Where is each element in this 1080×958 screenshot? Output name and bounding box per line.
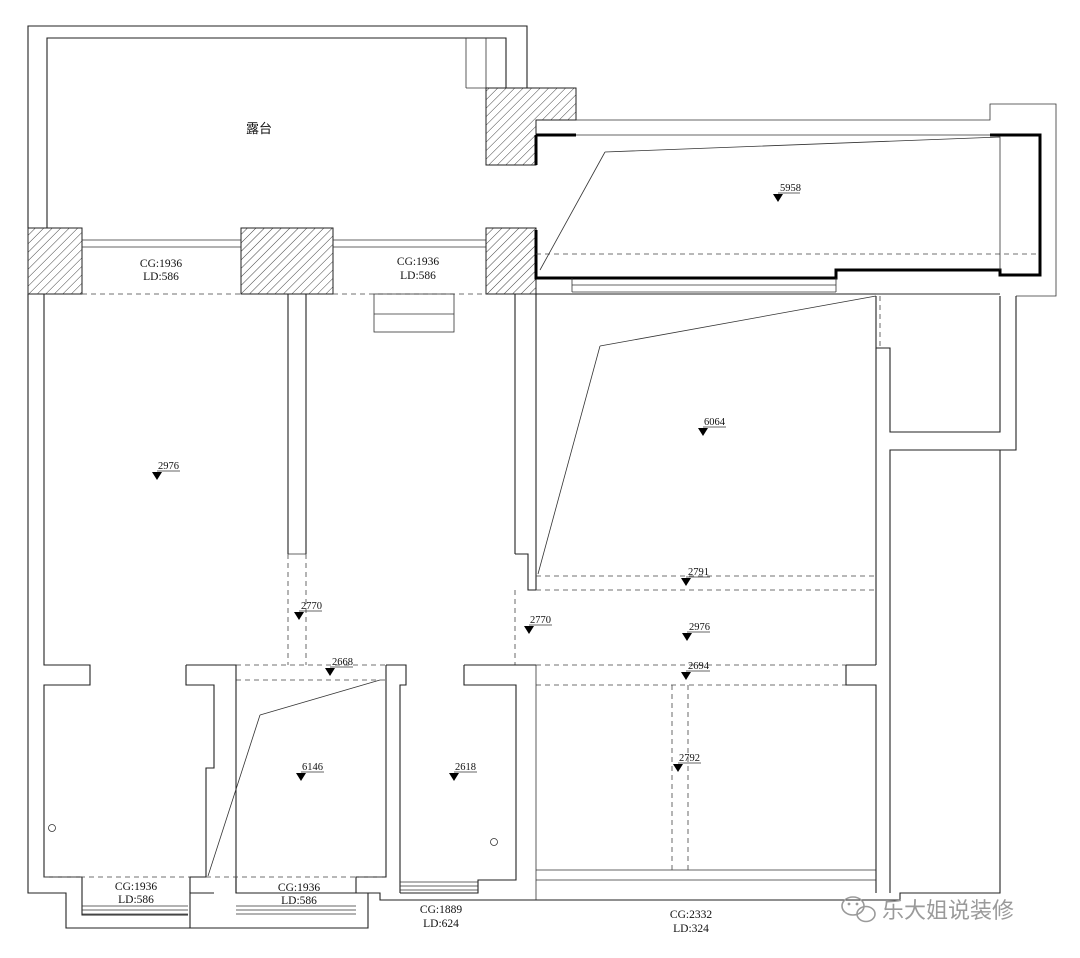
window-ld-label: LD:586 [281, 895, 317, 907]
window-labels: CG:1936 LD:586 CG:1936 LD:586 CG:1936 LD… [115, 256, 712, 935]
upper-right-balcony [534, 103, 1057, 297]
elevation-marker: 6064 [698, 417, 726, 436]
elevation-value: 2976 [158, 461, 179, 472]
elevation-triangle [698, 428, 708, 436]
window-ld-label: LD:586 [118, 894, 154, 906]
elevation-triangle [681, 672, 691, 680]
elevation-value: 2791 [688, 567, 709, 578]
elevation-marker: 2791 [681, 567, 710, 586]
elevation-triangle [152, 472, 162, 480]
window-stripes [44, 876, 478, 915]
watermark: 乐大姐说装修 [841, 896, 1014, 924]
elevation-marker: 2770 [524, 615, 552, 634]
elevation-marker: 2770 [294, 601, 322, 620]
column-left [27, 227, 83, 295]
window-cg-label: CG:1936 [115, 881, 157, 893]
elevation-marker: 2668 [325, 657, 353, 676]
elevation-marker: 6146 [296, 762, 324, 781]
elevation-value: 2668 [332, 657, 353, 668]
watermark-text: 乐大姐说装修 [882, 899, 1014, 924]
elevation-marker: 2694 [681, 661, 710, 680]
structural-columns [27, 87, 577, 295]
elevation-marker: 2792 [673, 753, 701, 772]
elevation-triangle [673, 764, 683, 772]
terrace-window-band [82, 239, 486, 295]
elevation-value: 2618 [455, 762, 476, 773]
elevation-markers: 5958 6064 2976 2770 2770 2791 [152, 183, 801, 781]
elevation-triangle [449, 773, 459, 781]
column-right [485, 227, 537, 295]
window-ld-label: LD:324 [673, 923, 709, 935]
floor-drain-bath [490, 838, 498, 846]
elevation-triangle [681, 578, 691, 586]
elevation-triangle [296, 773, 306, 781]
elevation-value: 2770 [530, 615, 551, 626]
elevation-value: 6146 [302, 762, 323, 773]
terrace-label: 露台 [246, 122, 272, 137]
elevation-triangle [682, 633, 692, 641]
elevation-value: 2792 [679, 753, 700, 764]
elevation-marker: 2976 [152, 461, 180, 480]
interior-walls [185, 293, 877, 900]
elevation-value: 5958 [780, 183, 801, 194]
window-ld-label: LD:624 [423, 918, 459, 930]
terrace-walls [27, 25, 528, 228]
elevation-value: 6064 [704, 417, 726, 428]
elevation-triangle [773, 194, 783, 202]
window-cg-label: CG:1936 [278, 882, 320, 894]
window-cg-label: CG:1936 [397, 256, 439, 268]
floor-drain-left [48, 824, 56, 832]
window-ld-label: LD:586 [400, 270, 436, 282]
wechat-icon [841, 896, 876, 923]
column-top-right [485, 87, 577, 166]
elevation-triangle [325, 668, 335, 676]
elevation-marker: 5958 [773, 183, 801, 202]
window-cg-label: CG:2332 [670, 909, 712, 921]
elevation-value: 2694 [688, 661, 710, 672]
elevation-value: 2976 [689, 622, 710, 633]
window-cg-label: CG:1936 [140, 258, 182, 270]
window-cg-label: CG:1889 [420, 904, 462, 916]
house-outer-walls [27, 293, 1017, 929]
elevation-marker: 2618 [449, 762, 477, 781]
window-ld-label: LD:586 [143, 271, 179, 283]
elevation-marker: 2976 [682, 622, 710, 641]
elevation-triangle [524, 626, 534, 634]
elevation-value: 2770 [301, 601, 322, 612]
elevation-triangle [294, 612, 304, 620]
column-middle [240, 227, 334, 295]
sloped-ceiling-lines [207, 295, 877, 877]
